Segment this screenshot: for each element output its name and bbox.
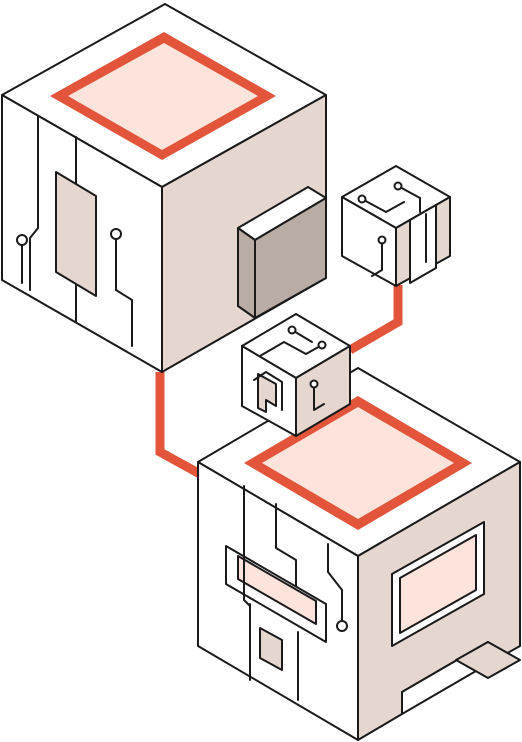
connector-left (155, 372, 203, 478)
circuit-node-icon (393, 181, 403, 191)
pink-square-fill (262, 407, 454, 519)
panel-inner (237, 555, 317, 625)
circuit-node-icon (317, 340, 327, 350)
connector-lines (155, 285, 403, 478)
circuit-node-icon (377, 235, 387, 245)
small-cube-right-face (295, 345, 351, 437)
window-pane (399, 534, 477, 634)
large-cube-top-left (1, 3, 327, 373)
small-cube-right (341, 165, 451, 287)
circuit-lines (361, 185, 427, 277)
circuit-lines (253, 329, 325, 411)
circuit-node-icon (309, 379, 319, 389)
circuit-node-icon (336, 620, 348, 632)
circuit-node-icon (287, 325, 297, 335)
pink-square-fill (68, 43, 258, 150)
circuit-node-icon (110, 228, 122, 240)
arch-back (455, 641, 521, 679)
small-panel (259, 627, 283, 671)
large-cube-bottom-right (197, 367, 521, 741)
small-cube-notch (257, 373, 277, 413)
circuit-node-icon (16, 234, 28, 246)
recess-dark-face (237, 227, 256, 319)
small-cube-notch (409, 204, 437, 284)
connector-right (347, 285, 403, 354)
circuit-lines (243, 485, 343, 701)
small-cube-middle (241, 313, 351, 437)
circuit-node-icon (357, 194, 367, 204)
recess-back (254, 197, 327, 319)
panel-rect (55, 171, 97, 297)
